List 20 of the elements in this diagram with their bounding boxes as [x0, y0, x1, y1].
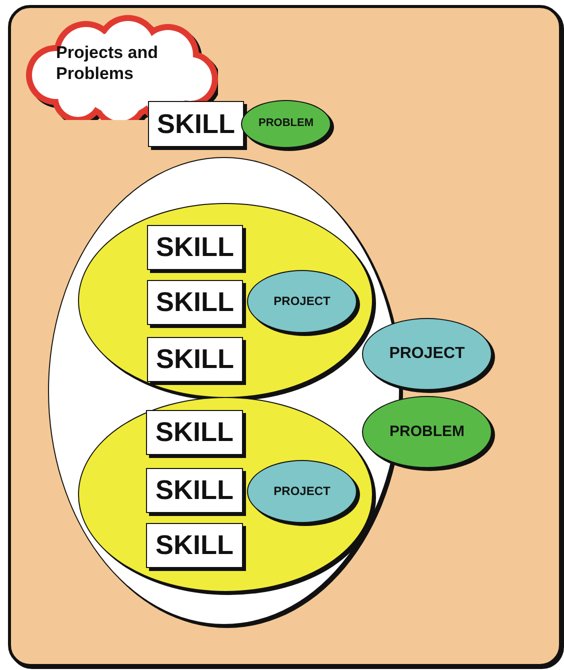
skill-box: [146, 523, 243, 568]
node-label: PROBLEM: [258, 117, 314, 131]
skill-box: [147, 280, 243, 325]
node-label: PROJECT: [389, 344, 465, 364]
node-label: SKILL: [156, 343, 234, 376]
skill-box: [146, 468, 243, 513]
node-label: PROJECT: [274, 294, 330, 309]
skill-box: [147, 337, 243, 382]
node-label: SKILL: [156, 286, 234, 319]
node-label: SKILL: [156, 529, 234, 562]
node-label: PROJECT: [274, 484, 330, 499]
node-label: PROBLEM: [390, 423, 464, 441]
cloud-title: Projects and Problems: [56, 43, 160, 84]
skill-box: [147, 225, 243, 270]
node-label: SKILL: [156, 231, 234, 264]
node-label: SKILL: [156, 474, 234, 507]
skill-box: [148, 101, 244, 147]
node-label: SKILL: [156, 416, 234, 449]
node-label: SKILL: [157, 108, 235, 140]
skill-box: [146, 410, 243, 455]
